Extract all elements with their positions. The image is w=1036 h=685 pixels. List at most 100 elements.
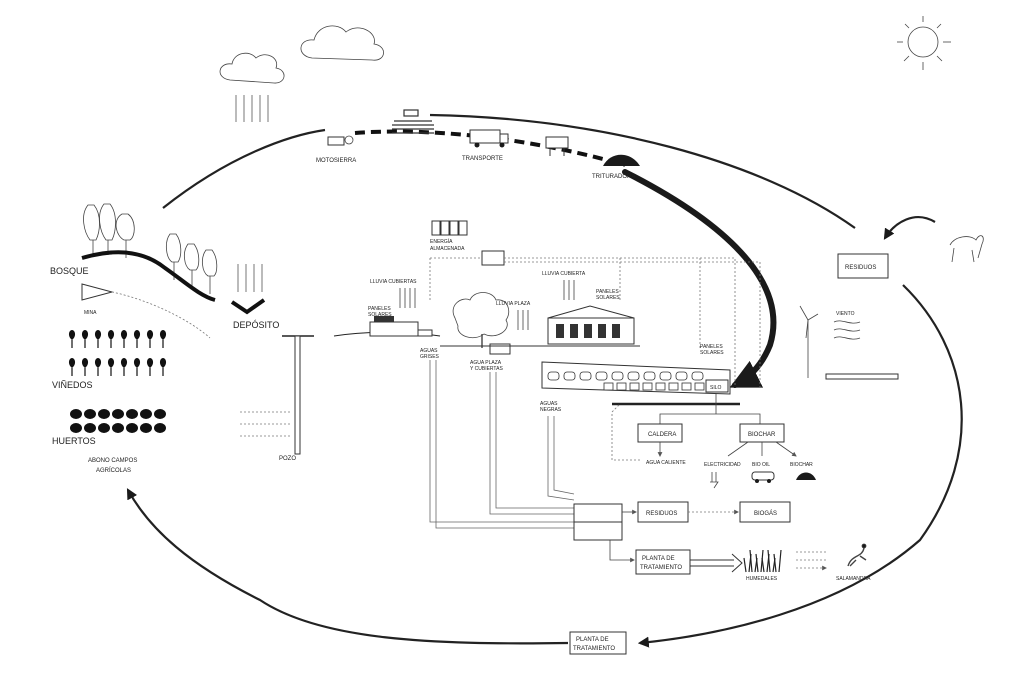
battery-icon [431,220,468,236]
energy-network-lines [429,257,761,390]
agua-plaza-label-line1: AGUA PLAZA [470,360,502,366]
agua-caliente-label: AGUA CALIENTE [646,460,686,466]
paneles-left-label-line2: SOLARES [368,312,392,318]
cycle-arc-top-left [162,128,326,209]
residuos-mid-label: RESIDUOS [646,511,677,517]
mina-flow [111,291,211,339]
aguas-negras-pipe [547,416,575,501]
cloud-icon [300,25,384,61]
planta-bottom-label-line2: TRATAMIENTO [573,646,615,652]
planta-mid-label-line1: PLANTA DE [642,556,675,562]
residuos-top-box [837,253,889,279]
chainsaw-icon [327,135,354,146]
pozo-label: POZO [279,456,296,462]
huertos-label: HUERTOS [52,436,96,446]
aguas-grises-label-line2: GRISES [420,354,440,360]
aguas-negras-label-line2: NEGRAS [540,407,562,413]
horse-to-residuos-arrow [883,216,936,240]
transporte-label: TRANSPORTE [462,156,503,162]
sun-icon [897,16,951,70]
plug-icon [710,472,719,489]
wind-ground-bar [825,373,899,380]
shrub-icon [112,409,124,419]
shrub-icon [98,409,110,419]
motosierra-label: MOTOSIERRA [316,158,356,164]
mina-shape [81,283,114,301]
separator-box-top [573,503,623,523]
paneles-right-label-line1: PANELES [700,344,723,350]
vinedos-field [68,330,167,376]
silo-label: SILO [710,385,722,391]
shrub-icon [112,423,124,433]
lluvia-cubierta-label: LLUVIA CUBIERTA [542,271,586,277]
aguas-negras-label-line1: AGUAS [540,401,558,407]
rain-icon [235,95,269,122]
inverter-box [481,250,505,266]
rain-icon [237,264,263,292]
rain-icon [399,288,416,308]
silo-split-lines [659,394,761,424]
mina-label: MINA [84,310,97,316]
lluvia-plaza-label: LLUVIA PLAZA [496,301,531,307]
shrub-icon [154,423,166,433]
rain-icon [517,310,529,330]
shrub-icon [70,409,82,419]
lluvia-cubiertas-label: LLUVIA CUBIERTAS [370,279,417,285]
biochar-outputs [727,441,796,456]
vine-icon [107,330,115,348]
planta-mid-box [635,549,691,575]
aguas-grises-pipe [429,360,574,523]
abono-label-line2: AGRÍCOLAS [96,467,131,474]
salamandra-label: SALAMANDRA [836,576,871,582]
cloud-icon [219,52,285,84]
planta-mid-label-line2: TRATAMIENTO [640,565,682,571]
electricidad-label: ELECTRICIDAD [704,462,741,468]
horse-icon [949,235,984,263]
shrub-icon [84,423,96,433]
vine-icon [94,358,102,376]
shrub-icon [140,423,152,433]
biochar-small-label: BIOCHAR [790,462,813,468]
main-building [541,361,731,395]
cow-icon [545,136,569,156]
deposito-label: DEPÓSITO [233,320,279,330]
to-planta-mid-arrow [609,540,635,563]
cycle-arc-bottom-left [126,488,569,645]
pozo-shaft [294,335,301,455]
vine-icon [159,330,167,348]
agua-plaza-pipe-2 [495,372,574,509]
vinedos-label: VIÑEDOS [52,380,93,390]
humedales-to-salamandra [796,551,826,568]
vine-icon [68,330,76,348]
separator-box-bottom [573,521,623,541]
biomass-to-silo-arrow [622,169,777,388]
abono-label-line1: ABONO CAMPOS [88,458,137,464]
shrub-icon [154,409,166,419]
shrub-icon [84,409,96,419]
paneles-mid-label-line1: PANELES [596,289,619,295]
rain-icon [563,280,575,300]
plaza-building [547,305,635,345]
paneles-mid-label-line2: SOLARES [596,295,620,301]
biogas-label: BIOGÁS [754,510,777,517]
viento-label: VIENTO [836,311,855,317]
biochar-pile-icon [796,472,816,480]
vine-icon [81,358,89,376]
wind-lines-icon [833,320,861,340]
vine-icon [107,358,115,376]
energia-label-line2: ALMACENADA [430,246,465,252]
woodchip-pile-icon [603,154,640,166]
vine-icon [146,330,154,348]
shrub-icon [140,409,152,419]
planta-bottom-label-line1: PLANTA DE [576,637,609,643]
salamander-icon [847,543,867,567]
vine-icon [81,330,89,348]
humedales-label: HUMEDALES [746,576,778,582]
biochar-box-label: BIOCHAR [748,432,776,438]
vine-icon [159,358,167,376]
vine-icon [120,358,128,376]
planta-bottom-box [569,631,627,655]
residuos-top-label: RESIDUOS [845,265,876,271]
aguas-negras-pipe-2 [553,416,575,495]
vine-icon [94,330,102,348]
